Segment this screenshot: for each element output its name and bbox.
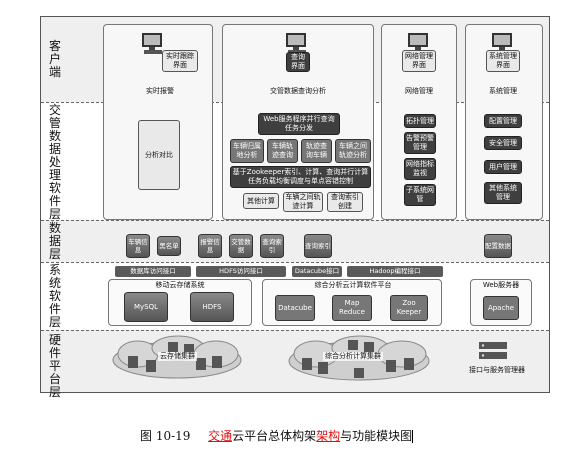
realtime-alarm-label: 实时报警: [146, 87, 174, 95]
web-service-box: Web服务程序并行查询任务分发: [258, 113, 340, 135]
query-index2-cylinder: 查询索引: [304, 234, 332, 258]
apache-box: Apache: [483, 296, 519, 320]
query-analysis-label: 交管数据查询分析: [270, 87, 326, 95]
diagram-frame: [40, 16, 550, 393]
divider-processing: [41, 220, 549, 221]
caption-link-architecture[interactable]: 架构: [316, 429, 341, 443]
divider-data: [41, 262, 549, 263]
query-ui-box: 查询界面: [286, 52, 310, 72]
between-vehicles-box: 车辆之间轨迹分析: [335, 139, 371, 163]
layer-label-hardware: 硬件平台层: [48, 333, 61, 399]
cloud-storage-cluster-label: 云存储集群: [158, 352, 197, 361]
between-track-compute-box: 车辆之间轨迹计算: [283, 192, 323, 212]
zk-control-box: 基于Zookeeper索引、计算、查询并行计算任务负载均衡调度与单点容错控制: [230, 166, 371, 188]
analysis-compare-box: 分析对比: [138, 120, 180, 190]
server-icon: [478, 340, 508, 362]
hadoop-iface-bar: Hadoop编程接口: [347, 266, 443, 277]
computer-icon: [140, 32, 166, 56]
traffic-data-cylinder: 交管数据: [229, 234, 253, 258]
caption-link-traffic[interactable]: 交通: [208, 429, 233, 443]
caption-text: 云平台总体构架: [232, 429, 317, 443]
layer-label-system: 系统软件层: [48, 263, 61, 329]
vehicle-loc-box: 车辆归属地分析: [230, 139, 264, 163]
analysis-platform-label: 综合分析云计算软件平台: [314, 281, 392, 289]
query-index-create-box: 查询索引创建: [327, 192, 363, 212]
system-mgmt-label: 系统管理: [489, 87, 517, 95]
topology-mgmt-box: 拓扑管理: [404, 114, 436, 128]
layer-label-client: 客户端: [48, 39, 61, 79]
alarm-mgmt-box: 告警预警管理: [404, 132, 436, 154]
text-cursor: [412, 430, 414, 443]
subsystem-net-box: 子系统网管: [404, 184, 436, 206]
db-iface-bar: 数据库访问接口: [115, 266, 191, 277]
zookeeper-box: Zoo Keeper: [390, 295, 428, 321]
analysis-cluster-cloud: [284, 334, 434, 384]
datacube-iface-bar: Datacube接口: [292, 266, 342, 277]
other-system-mgmt-box: 其他系统管理: [484, 182, 522, 204]
vehicle-info-cylinder: 车辆信息: [126, 234, 150, 258]
network-mgmt-label: 网络管理: [405, 87, 433, 95]
data-band: [41, 220, 549, 262]
layer-label-processing: 交管数据处理软件层: [48, 103, 61, 221]
divider-system: [41, 330, 549, 331]
network-metrics-box: 网络指标监视: [404, 158, 436, 180]
realtime-ui-box: 实时跟踪界面: [162, 50, 198, 72]
security-mgmt-box: 安全管理: [484, 136, 522, 150]
layer-label-data: 数据层: [48, 221, 61, 261]
query-index-cylinder: 查询索引: [260, 234, 284, 258]
blacklist-cylinder: 黑名单: [157, 236, 181, 256]
config-mgmt-box: 配置管理: [484, 114, 522, 128]
network-ui-box: 网络管理界面: [402, 50, 436, 72]
system-ui-box: 系统管理界面: [486, 50, 520, 72]
mapreduce-box: Map Reduce: [332, 295, 372, 321]
iface-server-mgr-label: 接口与服务管理器: [469, 366, 525, 374]
alarm-info-cylinder: 报警信息: [198, 234, 222, 258]
other-compute-box: 其他计算: [243, 193, 279, 209]
track-vehicle-box: 轨迹查询车辆: [301, 139, 332, 163]
figure-caption: 图 10-19 交通云平台总体构架架构与功能模块图: [140, 427, 414, 444]
user-mgmt-box: 用户管理: [484, 160, 522, 174]
vehicle-track-box: 车辆轨迹查询: [267, 139, 298, 163]
web-server-label: Web服务器: [482, 281, 520, 289]
hdfs-iface-bar: HDFS访问接口: [196, 266, 286, 277]
analysis-cluster-label: 综合分析计算集群: [323, 352, 383, 361]
mobile-storage-label: 移动云存储系统: [155, 281, 205, 289]
caption-text-end: 与功能模块图: [340, 429, 413, 443]
caption-prefix: 图 10-19: [140, 429, 191, 443]
datacube-box: Datacube: [275, 295, 315, 321]
config-data-cylinder: 配置数据: [484, 234, 512, 258]
mysql-cylinder: MySQL: [124, 292, 168, 322]
hdfs-cylinder: HDFS: [190, 292, 234, 322]
